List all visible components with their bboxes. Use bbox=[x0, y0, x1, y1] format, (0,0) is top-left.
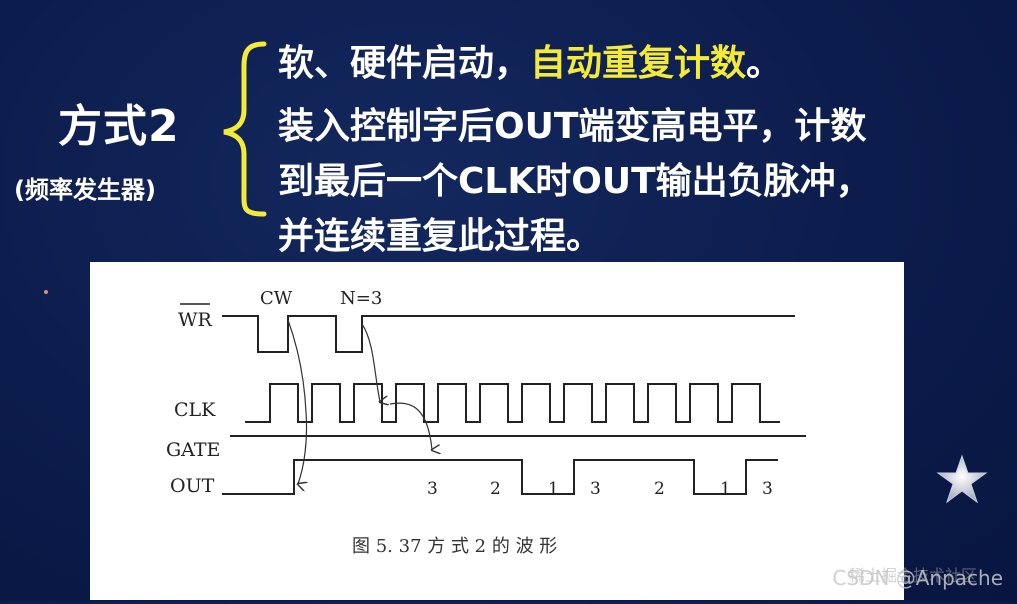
clk-waveform bbox=[245, 383, 780, 423]
count-2: 2 bbox=[490, 479, 501, 499]
mode-title: 方式2 bbox=[58, 101, 180, 152]
out-waveform bbox=[222, 459, 778, 495]
left-brace-icon bbox=[223, 41, 267, 217]
count-1: 3 bbox=[427, 479, 438, 499]
arrow-clk-to-out bbox=[389, 402, 432, 450]
decorative-dot bbox=[44, 290, 48, 294]
count-6: 1 bbox=[720, 479, 731, 499]
line1-highlight: 自动重复计数 bbox=[530, 43, 747, 84]
arrow-wr-to-out bbox=[287, 319, 307, 484]
n-label: N=3 bbox=[340, 288, 382, 309]
clk-label: CLK bbox=[174, 399, 216, 421]
count-7: 3 bbox=[762, 479, 773, 499]
count-5: 2 bbox=[654, 479, 665, 499]
line1-end: 。 bbox=[746, 43, 783, 84]
wr-label: WR bbox=[178, 309, 213, 331]
waveform-figure: WR CLK GATE OUT CW N=3 3 2 1 3 2 1 3 图 5… bbox=[90, 262, 904, 600]
watermark-juejin: 稀土掘金技术社区 bbox=[848, 566, 977, 585]
description-line-3: 到最后一个CLK时OUT输出负脉冲， bbox=[278, 161, 872, 202]
waveform-diagram: WR CLK GATE OUT CW N=3 3 2 1 3 2 1 3 图 5… bbox=[166, 288, 806, 557]
gate-label: GATE bbox=[166, 439, 220, 461]
out-label: OUT bbox=[170, 475, 215, 497]
count-4: 3 bbox=[590, 479, 601, 499]
description-line-1: 软、硬件启动，自动重复计数。 bbox=[278, 34, 782, 86]
watermark-csdn: CSDN @Anpache bbox=[832, 566, 1003, 590]
mode-subtitle: (频率发生器) bbox=[14, 176, 156, 204]
star-icon bbox=[936, 454, 988, 504]
line1-text: 软、硬件启动， bbox=[278, 43, 531, 84]
description-line-4: 并连续重复此过程。 bbox=[278, 216, 603, 257]
description-line-2: 装入控制字后OUT端变高电平，计数 bbox=[278, 106, 867, 147]
wr-waveform bbox=[222, 315, 795, 353]
count-3: 1 bbox=[548, 479, 559, 499]
figure-caption: 图 5. 37 方 式 2 的 波 形 bbox=[352, 536, 557, 557]
cw-label: CW bbox=[260, 288, 293, 309]
arrow-wr-to-clk bbox=[361, 323, 380, 402]
